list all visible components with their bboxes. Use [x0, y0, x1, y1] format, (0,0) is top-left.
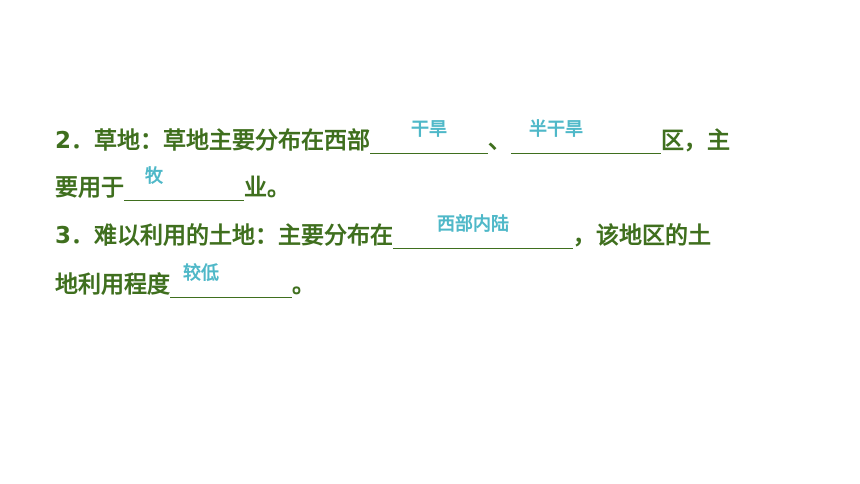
item2-line1-prefix: 2．草地：草地主要分布在西部 [55, 128, 371, 154]
item2-line1-suffix: 区，主 [661, 128, 731, 154]
item3-line2-prefix: 地利用程度 [55, 272, 170, 298]
answer-semi-dry: 半干旱 [529, 119, 584, 140]
blank-underline [393, 248, 574, 249]
blank-utilization: 较低 [170, 263, 292, 305]
blank-underline [170, 297, 292, 298]
blank-pasture: 牧 [124, 166, 244, 208]
item3-line2-suffix: 。 [292, 272, 315, 298]
blank-dry: 干旱 [370, 119, 489, 161]
answer-inland: 西部内陆 [437, 214, 510, 235]
blank-underline [370, 153, 489, 154]
blank-semi-dry: 半干旱 [511, 119, 662, 161]
item2-line2-prefix: 要用于 [55, 175, 124, 201]
blank-underline [511, 153, 662, 154]
item2-line1: 2．草地：草地主要分布在西部 干旱 、半干旱 区，主 [55, 119, 731, 161]
blank-inland: 西部内陆 [393, 214, 574, 256]
separator: 、 [488, 128, 512, 154]
item3-line1-prefix: 3．难以利用的土地：主要分布在 [55, 223, 394, 249]
blank-underline [124, 200, 244, 201]
answer-dry: 干旱 [411, 119, 448, 140]
item3-line1-suffix: ，该地区的土 [573, 223, 712, 249]
answer-pasture: 牧 [145, 166, 163, 187]
item3-line1: 3．难以利用的土地：主要分布在 西部内陆 ，该地区的土 [55, 214, 712, 256]
item3-line2: 地利用程度较低 。 [55, 263, 315, 305]
item2-line2: 要用于牧 业。 [55, 166, 290, 208]
item2-line2-suffix: 业。 [244, 175, 290, 201]
answer-utilization: 较低 [183, 263, 219, 284]
